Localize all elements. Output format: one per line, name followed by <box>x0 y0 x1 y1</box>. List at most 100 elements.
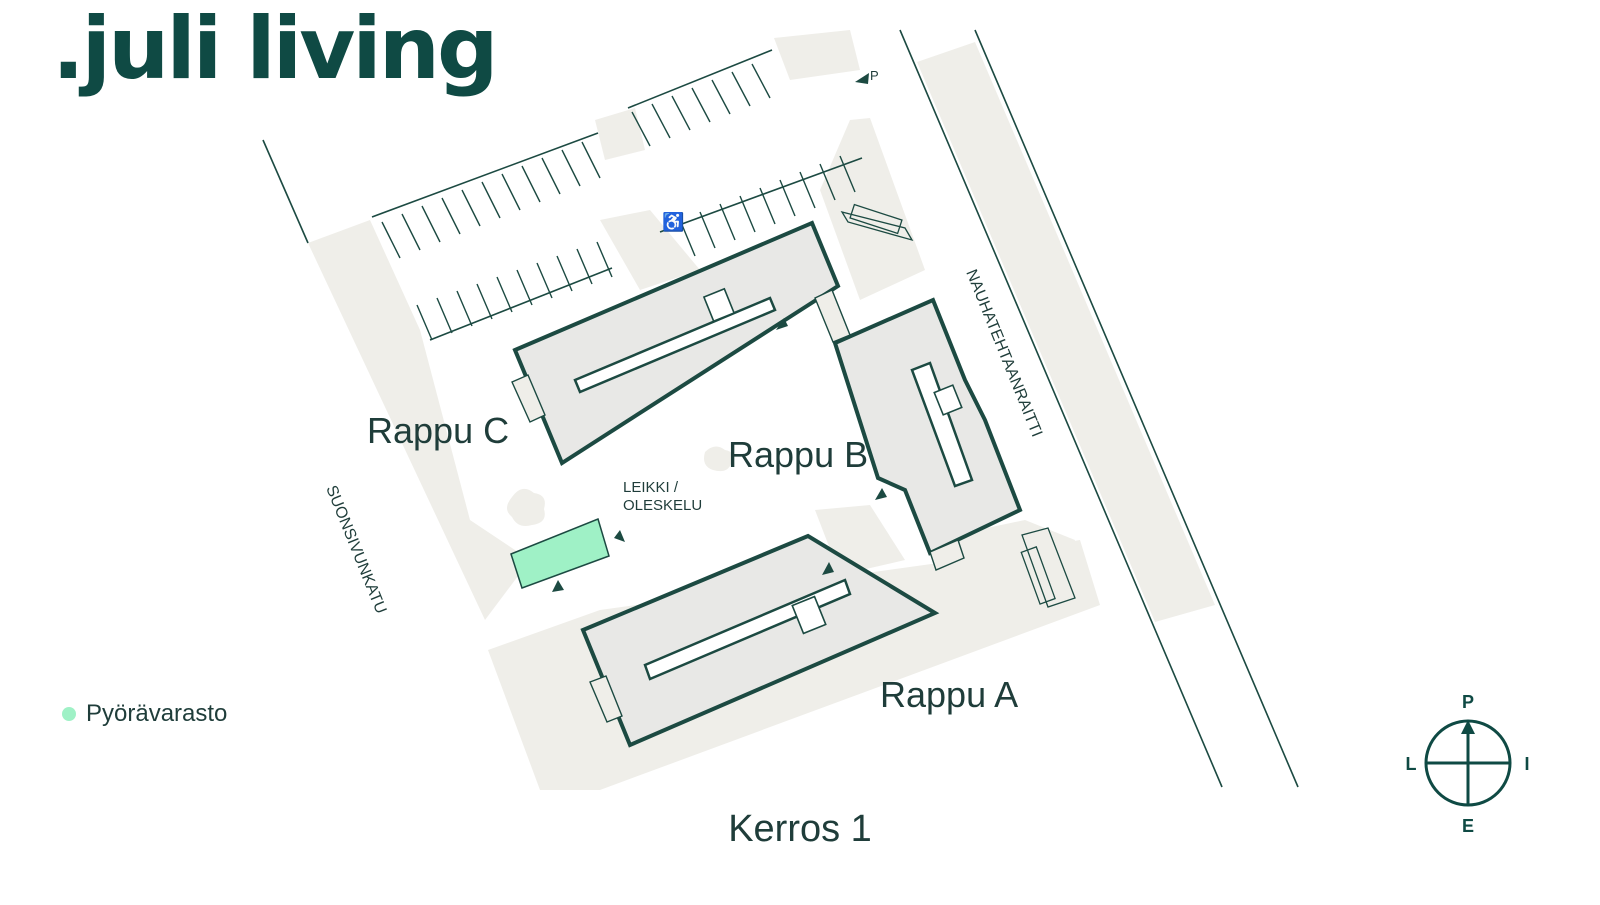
link-bridge <box>814 289 851 343</box>
stall-line <box>501 173 521 211</box>
stall-line <box>719 203 736 241</box>
stall-line <box>476 283 493 320</box>
stall-line <box>691 87 711 123</box>
stall-line <box>576 248 593 285</box>
accessible-parking-icon: ♿ <box>662 211 684 232</box>
corridor-rappu-c <box>573 296 777 394</box>
stall-line <box>516 269 533 306</box>
bike-rack-shelter <box>1021 527 1076 608</box>
stall-line <box>699 211 716 249</box>
building-label-rappu-a: Rappu A <box>880 674 1018 715</box>
stall-line <box>799 171 816 209</box>
stall-line <box>739 195 756 233</box>
stall-line <box>456 290 473 327</box>
stall-line <box>421 205 441 243</box>
bike-rack-shelter <box>840 210 914 242</box>
ground-west <box>308 220 530 620</box>
stall-line <box>521 165 541 203</box>
ground-east-lot <box>820 118 925 300</box>
stairwell-rappu-c <box>702 287 736 323</box>
compass: P I E L <box>1406 692 1530 836</box>
ground-parking-island <box>595 108 645 160</box>
stall-line <box>416 304 433 341</box>
stairwell-rappu-b <box>933 384 963 416</box>
stall-line <box>481 181 501 219</box>
stall-line <box>401 213 421 251</box>
road-edge-east-1 <box>899 29 1223 788</box>
parking-entry-arrow-icon <box>855 73 869 84</box>
stall-line <box>819 163 836 201</box>
bike-rack-north <box>840 203 914 242</box>
corridor-rappu-b <box>910 361 974 488</box>
street-label-suonsivunkatu: SUONSIVUNKATU <box>322 483 389 616</box>
stall-line <box>461 189 481 227</box>
stall-line <box>731 71 751 107</box>
legend-label-bike-storage: Pyörävarasto <box>86 700 228 727</box>
stall-line <box>759 187 776 225</box>
area-label-line2: OLESKELU <box>623 497 702 514</box>
stall-line <box>596 241 613 278</box>
compass-north: P <box>1462 692 1474 712</box>
entrance-arrow-icon <box>552 580 564 592</box>
annexes <box>511 289 965 723</box>
ground-north-patch <box>600 210 700 290</box>
building-label-rappu-c: Rappu C <box>367 410 509 451</box>
stall-line <box>679 219 696 257</box>
ground-north-corner <box>774 30 860 80</box>
bike-rack-east <box>1020 527 1076 608</box>
parking-edge-2 <box>627 49 773 109</box>
parking-edge-1 <box>371 132 599 218</box>
tree-icon <box>507 488 545 526</box>
stall-line <box>751 63 771 99</box>
road-edge-west <box>262 139 309 244</box>
stall-line <box>561 149 581 187</box>
parking-edge-3 <box>429 267 613 341</box>
entrance-arrows <box>552 318 887 592</box>
brand-logo: .juli living <box>52 0 499 99</box>
stall-line <box>581 141 601 179</box>
entrance-arrow-icon <box>822 562 834 575</box>
stall-line <box>496 276 513 313</box>
annex-rappu-a <box>589 675 623 723</box>
entrance-arrow-icon <box>614 530 625 542</box>
parking-edge-4 <box>659 157 863 233</box>
stall-line <box>436 297 453 334</box>
parking-sign: P <box>870 68 879 83</box>
stall-line <box>536 262 553 299</box>
building-label-rappu-b: Rappu B <box>728 434 868 475</box>
stall-line <box>381 221 401 259</box>
stall-line <box>556 255 573 292</box>
north-arrow-icon <box>1461 720 1475 734</box>
stall-line <box>651 103 671 139</box>
ground-bike-area <box>930 520 1075 610</box>
stairwell-rappu-a <box>791 595 827 635</box>
road-edge-east-2 <box>974 29 1299 788</box>
roads <box>262 29 1299 788</box>
stall-line <box>671 95 691 131</box>
compass-east: I <box>1524 754 1529 774</box>
tree-icon <box>704 446 733 472</box>
entrance-arrow-icon <box>875 488 887 500</box>
compass-west: L <box>1406 754 1417 774</box>
annex-rappu-c <box>511 374 546 423</box>
building-rappu-b <box>832 297 1023 556</box>
legend: Pyörävarasto <box>62 700 227 728</box>
bike-rack-frame <box>849 203 903 235</box>
compass-south: E <box>1462 816 1474 836</box>
stall-line <box>779 179 796 217</box>
stall-line <box>711 79 731 115</box>
area-label-line1: LEIKKI / <box>623 479 679 496</box>
entrance-arrow-icon <box>776 318 788 330</box>
floor-label: Kerros 1 <box>728 808 872 850</box>
ground-east-strip <box>917 42 1215 622</box>
parking-stalls <box>381 63 856 341</box>
stairwells <box>702 287 963 635</box>
legend-swatch-bike-storage <box>62 707 76 721</box>
bike-storage-area[interactable] <box>510 517 610 589</box>
bike-rack-frame <box>1020 546 1056 605</box>
stall-line <box>631 111 651 147</box>
link-bridge-south <box>929 539 965 571</box>
stall-line <box>541 157 561 195</box>
